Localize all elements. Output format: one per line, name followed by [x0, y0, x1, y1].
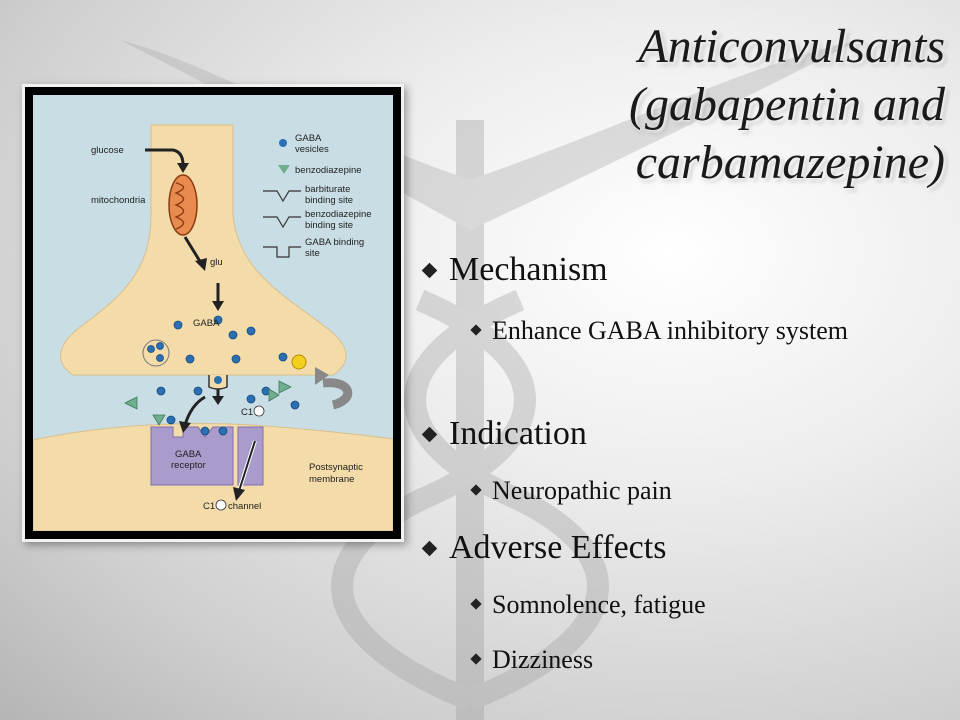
glucose-arrow-head: [177, 163, 189, 173]
gaba-vesicle-icon: [173, 320, 183, 330]
reuptake-arrow: [322, 378, 353, 410]
legend-gaba-vesicles-1: GABA: [295, 133, 322, 144]
bullet-adverse-effects: Adverse Effects: [421, 528, 667, 568]
sub-bullet-text: Dizziness: [492, 645, 594, 674]
legend-gaba-site-2: site: [305, 248, 320, 259]
release-arrow-head: [212, 396, 224, 405]
cl-influx-arrow-inner: [238, 440, 256, 492]
diamond-bullet-icon: [470, 484, 482, 496]
binding-site-v-icon: [263, 216, 301, 229]
label-postsynaptic-1: Postsynaptic: [309, 462, 363, 473]
bullet-text: Indication: [449, 415, 587, 452]
mitochondria: [168, 174, 198, 236]
label-gaba: GABA: [193, 318, 220, 329]
gaba-vesicle-icon: [156, 386, 166, 396]
gaba-arrow-head: [212, 301, 224, 311]
label-receptor-2: receptor: [171, 460, 206, 471]
diamond-bullet-icon: [421, 262, 438, 279]
sub-bullet-dizziness: Dizziness: [470, 643, 902, 677]
presynaptic-terminal: [60, 124, 347, 376]
label-glucose: glucose: [91, 145, 124, 156]
drug-molecule-icon: [291, 354, 307, 370]
benzodiazepine-icon: [124, 396, 138, 410]
label-receptor-1: GABA: [175, 449, 202, 460]
legend-barbiturate-1: barbiturate: [305, 184, 350, 195]
benzodiazepine-icon: [278, 380, 292, 394]
diamond-bullet-icon: [421, 540, 438, 557]
mitochondria-cristae: [174, 182, 185, 230]
benzodiazepine-icon: [152, 414, 166, 426]
glu-arrow-head: [195, 258, 207, 271]
synapse-diagram: GABA vesicles benzodiazepine barbiturate…: [33, 95, 393, 531]
gaba-vesicle-icon: [156, 354, 164, 362]
green-triangle-icon: [278, 165, 290, 174]
synapse-figure: GABA vesicles benzodiazepine barbiturate…: [22, 84, 404, 542]
label-cl: C1: [241, 407, 253, 418]
title-line-2: (gabapentin and: [629, 78, 945, 131]
benzodiazepine-molecules: [124, 380, 292, 426]
gaba-vesicle-icon: [290, 400, 300, 410]
gaba-vesicle-icon: [166, 415, 176, 425]
gaba-vesicle-icon: [156, 342, 164, 350]
gaba-vesicle-icon: [228, 330, 238, 340]
sub-bullet-text: Somnolence, fatigue: [492, 590, 706, 619]
sub-bullet-indication: Neuropathic pain: [470, 474, 902, 508]
vesicle-cluster: [142, 339, 170, 367]
glucose-arrow: [145, 148, 185, 166]
legend-gaba-site-1: GABA binding: [305, 237, 364, 248]
reuptake-arrow-head: [315, 367, 329, 385]
sub-bullet-mechanism: Enhance GABA inhibitory system: [470, 314, 902, 348]
label-glu: glu: [210, 257, 223, 268]
cl-ion-icon: [253, 405, 265, 417]
release-vesicle-icon: [214, 376, 222, 384]
binding-arrow-head: [179, 421, 191, 433]
legend-gaba-vesicles-2: vesicles: [295, 144, 329, 155]
blue-dot-icon: [279, 139, 287, 147]
slide-title: Anticonvulsants (gabapentin and carbamaz…: [440, 18, 945, 192]
diamond-bullet-icon: [470, 324, 482, 336]
legend-benzodiazepine: benzodiazepine: [295, 165, 362, 176]
sub-bullet-somnolence: Somnolence, fatigue: [470, 588, 902, 622]
gaba-vesicle-icon: [185, 354, 195, 364]
cl-ion-icon: [215, 499, 227, 511]
legend-benzo-site-1: benzodiazepine: [305, 209, 372, 220]
gaba-vesicle-icon: [218, 426, 228, 436]
diamond-bullet-icon: [421, 426, 438, 443]
diamond-bullet-icon: [470, 598, 482, 610]
bullet-text: Adverse Effects: [449, 529, 667, 566]
diamond-bullet-icon: [470, 653, 482, 665]
binding-arrow: [183, 395, 206, 426]
gaba-vesicle-icon: [200, 426, 210, 436]
gaba-vesicle-icon: [147, 345, 155, 353]
legend-barbiturate-2: binding site: [305, 195, 353, 206]
gaba-vesicle-icon: [246, 326, 256, 336]
glu-arrow: [183, 236, 203, 264]
bullet-indication: Indication: [421, 414, 587, 454]
gaba-vesicles: [147, 315, 300, 436]
sub-bullet-text: Neuropathic pain: [492, 476, 672, 505]
binding-site-v-icon: [263, 190, 301, 203]
benzodiazepine-icon: [268, 388, 280, 402]
label-postsynaptic-2: membrane: [309, 474, 354, 485]
label-mitochondria: mitochondria: [91, 195, 146, 206]
gaba-vesicle-icon: [246, 394, 256, 404]
legend-benzo-site-2: binding site: [305, 220, 353, 231]
gaba-vesicle-icon: [278, 352, 288, 362]
bullet-mechanism: Mechanism: [421, 250, 608, 290]
label-channel: channel: [228, 501, 261, 512]
cl-influx-arrow-head: [233, 487, 245, 501]
binding-site-square-icon: [263, 246, 301, 258]
title-line-3: carbamazepine): [635, 136, 945, 189]
gaba-vesicle-icon: [193, 386, 203, 396]
sub-bullet-text: Enhance GABA inhibitory system: [492, 316, 849, 345]
bullet-text: Mechanism: [449, 251, 608, 288]
label-cl-2: C1: [203, 501, 215, 512]
gaba-vesicle-icon: [213, 315, 223, 325]
gaba-vesicle-icon: [231, 354, 241, 364]
title-line-1: Anticonvulsants: [638, 20, 945, 73]
